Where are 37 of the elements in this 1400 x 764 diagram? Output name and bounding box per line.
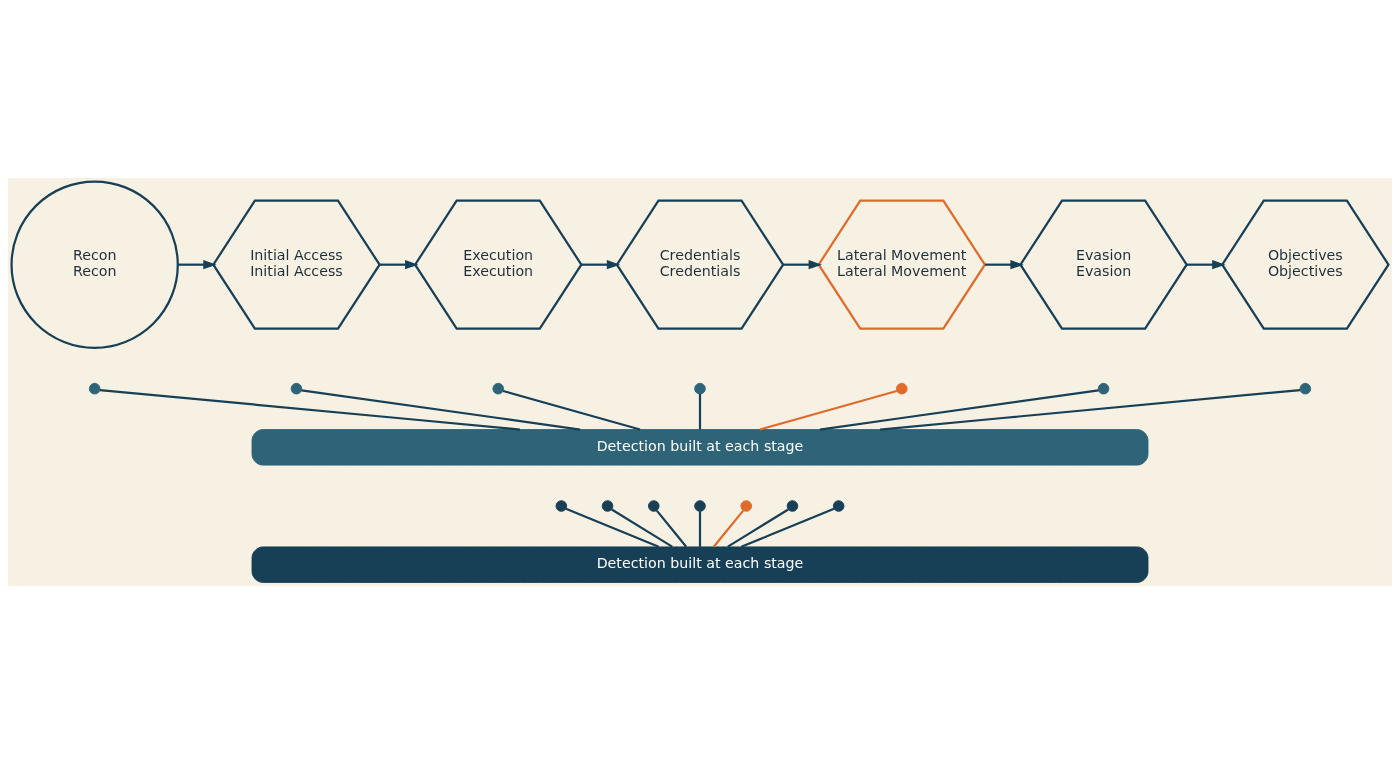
connector: [712, 509, 745, 548]
arrow: [783, 260, 822, 270]
connector: [698, 511, 702, 547]
node-circle: [740, 500, 752, 512]
connector: [727, 508, 789, 548]
node-circle: [648, 500, 660, 512]
arrow: [177, 260, 217, 270]
node-box: Detection built at each stage: [251, 546, 1149, 583]
node-box: Detection built at each stage: [251, 429, 1149, 466]
connector: [819, 389, 1099, 431]
connector: [99, 388, 521, 431]
connector: [740, 507, 835, 548]
node-circle: [694, 382, 706, 395]
connector: [502, 389, 641, 431]
connector: [565, 507, 660, 548]
node-circle: [832, 500, 845, 512]
node-circle: [555, 500, 568, 512]
node-circle: [786, 500, 799, 512]
connector: [301, 389, 581, 431]
arrow: [1186, 260, 1226, 270]
node-circle: [694, 500, 706, 512]
arrow: [379, 260, 419, 270]
connector: [759, 389, 898, 431]
node-circle: [492, 382, 504, 395]
node-circle: [896, 382, 908, 395]
connector: [655, 509, 688, 548]
node-circle: Recon Recon: [10, 180, 179, 349]
node-circle: [1097, 382, 1110, 395]
node-circle: [88, 382, 101, 395]
connector: [879, 388, 1301, 431]
node-circle: [1299, 382, 1312, 395]
node-circle: [290, 382, 303, 395]
arrow: [984, 260, 1024, 270]
connector: [698, 394, 702, 430]
arrow: [581, 260, 621, 270]
connector: [611, 508, 673, 548]
node-circle: [601, 500, 614, 512]
